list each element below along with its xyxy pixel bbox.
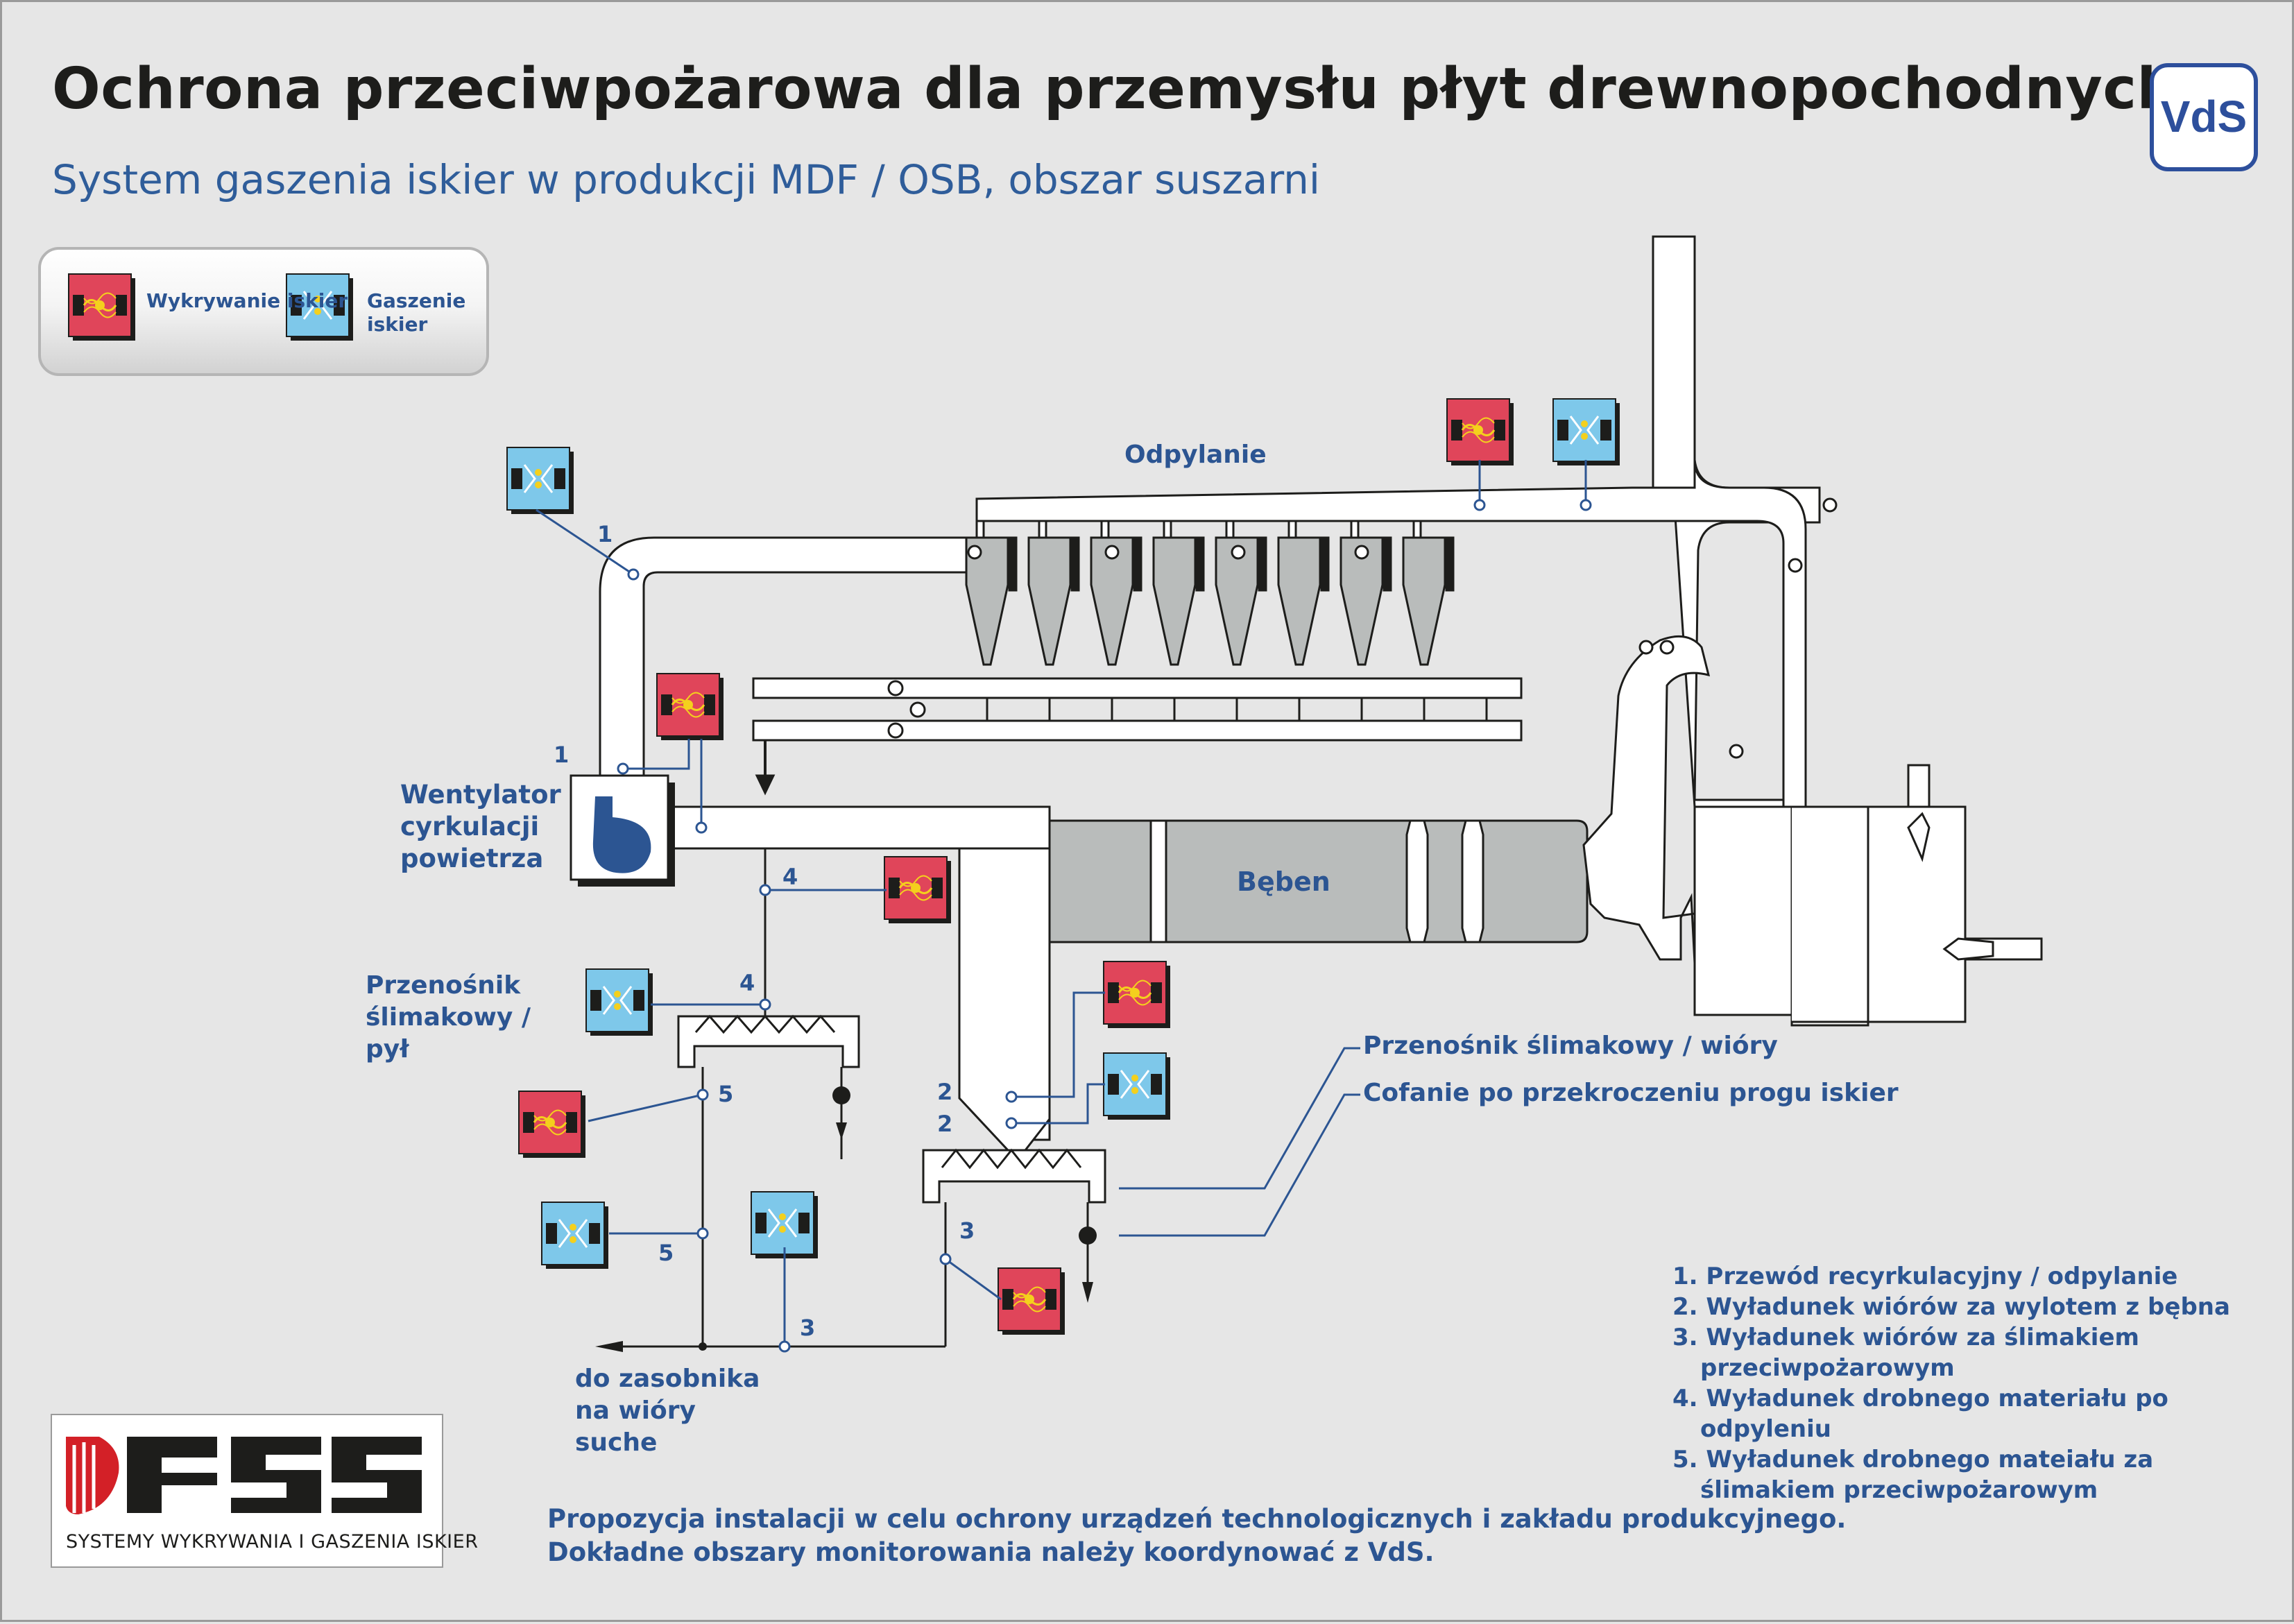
screw-conveyor-chips — [922, 1148, 1106, 1204]
legend-extinguishing-label: Gaszenie iskier — [367, 289, 466, 336]
extinguisher-dedust-icon — [1552, 398, 1621, 467]
notes-list: 1. Przewód recyrkulacyjny / odpylanie 2.… — [1672, 1261, 2292, 1505]
screw-conveyor-dust — [677, 1014, 860, 1068]
note-item: 4. Wyładunek drobnego materiału po odpyl… — [1672, 1385, 2168, 1443]
to-silo-label: do zasobnika na wióry suche — [575, 1365, 760, 1457]
detector-5-icon — [517, 1090, 587, 1159]
marker-2b: 2 — [937, 1111, 953, 1137]
detector-2-icon — [1102, 960, 1172, 1029]
detector-1-icon — [656, 672, 725, 742]
fan-unit — [570, 774, 675, 887]
recirculation-duct — [599, 536, 972, 784]
marker-4b: 4 — [739, 970, 755, 996]
marker-5b: 5 — [658, 1240, 674, 1266]
detector-4-icon — [883, 855, 952, 925]
page-title: Ochrona przeciwpożarowa dla przemysłu pł… — [52, 56, 2178, 122]
extinguisher-5-icon — [540, 1201, 610, 1270]
extinguisher-4-icon — [585, 968, 654, 1037]
extinguisher-1-icon — [506, 446, 575, 515]
fan-label: Wentylator cyrkulacji powietrza — [400, 780, 561, 873]
legend-detector-icon — [67, 273, 137, 342]
note-item: 5. Wyładunek drobnego mateiału za ślimak… — [1672, 1446, 2154, 1504]
marker-1a: 1 — [597, 521, 613, 547]
extinguisher-2-icon — [1102, 1052, 1172, 1121]
marker-2a: 2 — [937, 1079, 953, 1105]
drum — [1048, 819, 1589, 943]
footer-note: Propozycja instalacji w celu ochrony urz… — [547, 1503, 1846, 1569]
note-item: 2. Wyładunek wiórów za wylotem z bębna — [1672, 1293, 2230, 1321]
marker-3b: 3 — [800, 1315, 816, 1341]
note-item: 1. Przewód recyrkulacyjny / odpylanie — [1672, 1263, 2178, 1290]
chute — [958, 847, 1051, 1152]
marker-3a: 3 — [959, 1217, 975, 1244]
vds-badge: VdS — [2150, 63, 2258, 171]
legend-detection-label: Wykrywanie iskier — [146, 289, 348, 312]
reversal-label: Cofanie po przekroczeniu progu iskier — [1363, 1079, 1899, 1107]
drum-outlet — [1582, 497, 2043, 1023]
fss-caption: SYSTEMY WYKRYWANIA I GASZENIA ISKIER — [66, 1531, 479, 1553]
collector-conveyor — [752, 677, 1523, 796]
note-item: 3. Wyładunek wiórów za ślimakiem przeciw… — [1672, 1324, 2139, 1382]
marker-5a: 5 — [718, 1081, 734, 1107]
screw-dust-label: Przenośnik ślimakowy / pył — [366, 971, 531, 1063]
detector-dedust-icon — [1446, 398, 1515, 467]
dedusting-label: Odpylanie — [1124, 441, 1267, 469]
screw-chips-label: Przenośnik ślimakowy / wióry — [1363, 1032, 1778, 1060]
drum-label: Bęben — [1237, 866, 1330, 897]
footer-line-1: Propozycja instalacji w celu ochrony urz… — [547, 1504, 1847, 1534]
page-subtitle: System gaszenia iskier w produkcji MDF /… — [52, 156, 1321, 203]
footer-line-2: Dokładne obszary monitorowania należy ko… — [547, 1537, 1435, 1567]
marker-4a: 4 — [782, 864, 798, 890]
cyclone-row — [965, 520, 1455, 666]
detector-3-icon — [997, 1267, 1066, 1336]
marker-1b: 1 — [554, 742, 570, 768]
